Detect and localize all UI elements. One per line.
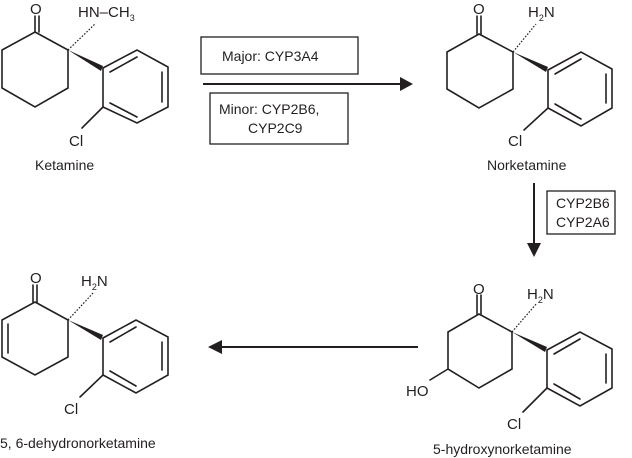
aromatic-double-3 [553, 383, 581, 400]
wedge-bond [68, 320, 103, 340]
dehydronorketamine-structure: O H2N Cl 5, 6-dehydronorketamine [0, 270, 169, 451]
aromatic-double-1 [109, 326, 137, 343]
compound-name-dehydronorketamine: 5, 6-dehydronorketamine [0, 435, 156, 451]
oxygen-label: O [30, 270, 42, 287]
hashed-bond [67, 291, 95, 321]
norketamine-structure: O H2N Cl Norketamine [446, 1, 613, 173]
major-enzyme-label: Major: CYP3A4 [222, 48, 319, 64]
phenyl-bonds [102, 319, 169, 394]
major-enzyme-box [200, 36, 359, 75]
phenyl-bonds [546, 331, 613, 407]
compound-name-hydroxynorketamine: 5-hydroxynorketamine [433, 441, 572, 457]
ring-bonds [1, 31, 69, 108]
wedge-bond [68, 50, 103, 71]
cyclohexanone-ring [1, 15, 69, 108]
compound-name-ketamine: Ketamine [35, 157, 94, 173]
aromatic-double-1 [554, 58, 582, 75]
enzyme-label-line2: CYP2A6 [556, 214, 610, 230]
reaction-arrow-2: CYP2B6 CYP2A6 [527, 183, 616, 257]
amino-label: H2N [527, 286, 554, 305]
methylamino-label: HN–CH3 [78, 4, 135, 23]
hydroxynorketamine-structure: O H2N Cl HO 5-hydroxynorketamine [406, 281, 613, 457]
ring-bonds [1, 301, 69, 376]
ketamine-structure: O HN–CH3 Cl Ketamine [1, 1, 169, 173]
ring-bonds [447, 313, 513, 389]
reaction-arrow-3 [208, 340, 418, 354]
arrowhead-down [527, 243, 541, 257]
chloro-bond [523, 107, 549, 131]
aromatic-double-1 [109, 56, 138, 73]
hashed-bond [511, 302, 538, 333]
arrowhead-right [400, 77, 413, 91]
wedge-bond [513, 52, 548, 72]
minor-enzyme-box [209, 92, 349, 145]
aromatic-double-3 [109, 102, 138, 118]
ring-bonds [446, 33, 514, 109]
phenyl-bonds [547, 51, 613, 127]
arrowhead-left [208, 340, 222, 354]
amino-label: H2N [528, 4, 555, 23]
reaction-arrow-1: Major: CYP3A4 Minor: CYP2B6, CYP2C9 [200, 36, 413, 145]
chloro-bond [81, 106, 104, 129]
phenyl-bonds [102, 49, 169, 124]
compound-name-norketamine: Norketamine [487, 157, 567, 173]
chloro-bond [79, 374, 104, 398]
chlorine-label: Cl [507, 416, 521, 433]
minor-enzyme-label-line2: CYP2C9 [248, 120, 303, 136]
aromatic-double-1 [553, 338, 581, 355]
hashed-bond [512, 23, 537, 53]
hashed-bond [67, 23, 96, 51]
chloro-bond [522, 387, 548, 413]
oxygen-label: O [473, 281, 485, 298]
chlorine-label: Cl [508, 133, 522, 150]
wedge-bond [512, 332, 547, 352]
amino-label: H2N [81, 273, 108, 292]
enzyme-box [546, 190, 616, 235]
aromatic-double-3 [109, 370, 137, 387]
oxygen-label: O [30, 1, 42, 18]
chlorophenyl-ring [102, 49, 169, 124]
chlorine-label: Cl [64, 401, 78, 418]
hydroxyl-bond [429, 368, 449, 381]
chlorine-label: Cl [69, 133, 83, 150]
aromatic-double-3 [554, 103, 582, 120]
minor-enzyme-label-line1: Minor: CYP2B6, [219, 101, 319, 117]
hydroxyl-label: HO [406, 383, 429, 400]
oxygen-label: O [473, 1, 485, 18]
enzyme-label-line1: CYP2B6 [556, 195, 610, 211]
